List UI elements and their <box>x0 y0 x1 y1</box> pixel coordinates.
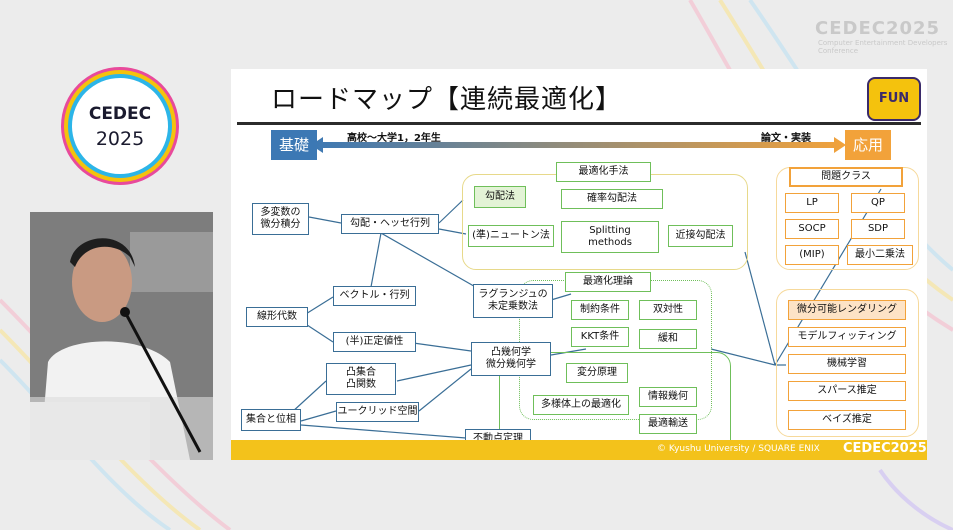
duality-node: 双対性 <box>639 300 697 320</box>
cedec-badge: CEDEC 2025 <box>72 78 168 174</box>
applied-tag: 応用 <box>845 130 891 160</box>
manifold-optimization-node: 多様体上の最適化 <box>533 395 629 415</box>
sdp-node: SDP <box>851 219 905 239</box>
cedec-logo-top-subtitle: Computer Entertainment Developers Confer… <box>818 39 948 55</box>
stochastic-gradient-node: 確率勾配法 <box>561 189 663 209</box>
axis-left-label: 高校～大学1，2年生 <box>347 133 441 144</box>
sparse-estimation-node: スパース推定 <box>788 381 906 401</box>
set-topology-node: 集合と位相 <box>241 409 301 431</box>
problem-class-header: 問題クラス <box>789 167 903 187</box>
slide: ロードマップ【連続最適化】 FUN <box>231 69 927 460</box>
axis-right-label: 論文・実装 <box>761 133 811 144</box>
footer-cedec-logo: CEDEC2025 <box>843 441 927 456</box>
connector-lines <box>290 137 882 439</box>
optimization-theory-header: 最適化理論 <box>565 272 651 292</box>
gradient-method-node: 勾配法 <box>474 186 526 208</box>
badge-year: 2025 <box>95 128 145 150</box>
model-fitting-node: モデルフィッティング <box>788 327 906 347</box>
multivariable-calculus-node: 多変数の 微分積分 <box>252 203 309 235</box>
bayesian-estimation-node: ベイズ推定 <box>788 410 906 430</box>
qp-node: QP <box>851 193 905 213</box>
semidefinite-node: (半)正定値性 <box>333 332 416 352</box>
optimal-transport-node: 最適輸送 <box>639 414 697 434</box>
optimization-methods-header: 最適化手法 <box>556 162 651 182</box>
cedec-logo-top: CEDEC2025 <box>815 18 941 39</box>
basics-tag: 基礎 <box>271 130 317 160</box>
mip-node: (MIP) <box>785 245 839 265</box>
convex-set-function-node: 凸集合 凸関数 <box>326 363 396 395</box>
information-geometry-node: 情報幾何 <box>639 387 697 407</box>
proximal-gradient-node: 近接勾配法 <box>668 225 733 247</box>
slide-footer <box>231 440 927 460</box>
gradient-hessian-node: 勾配・ヘッセ行列 <box>341 214 439 234</box>
least-squares-node: 最小二乗法 <box>847 245 913 265</box>
relaxation-node: 緩和 <box>639 329 697 349</box>
lp-node: LP <box>785 193 839 213</box>
linear-algebra-node: 線形代数 <box>246 307 308 327</box>
applications-group <box>776 289 919 437</box>
slide-title: ロードマップ【連続最適化】 <box>271 85 623 115</box>
badge-title: CEDEC <box>88 104 152 124</box>
socp-node: SOCP <box>785 219 839 239</box>
variational-principle-node: 変分原理 <box>566 363 628 383</box>
euclidean-space-node: ユークリッド空間 <box>336 402 419 422</box>
convex-geometry-node: 凸幾何学 微分幾何学 <box>471 342 551 376</box>
speaker-silhouette <box>30 212 213 460</box>
innovating-fun-logo: FUN <box>867 77 921 121</box>
progress-arrow <box>311 137 846 153</box>
lagrange-node: ラグランジュの 未定乗数法 <box>473 284 553 318</box>
copyright-text: © Kyushu University / SQUARE ENIX <box>657 444 820 454</box>
vector-matrix-node: ベクトル・行列 <box>333 286 416 306</box>
title-underline <box>237 122 921 125</box>
constraint-node: 制約条件 <box>571 300 629 320</box>
splitting-methods-node: Splitting methods <box>561 221 659 253</box>
differentiable-rendering-node: 微分可能レンダリング <box>788 300 906 320</box>
newton-method-node: (準)ニュートン法 <box>468 225 554 247</box>
kkt-node: KKT条件 <box>571 327 629 347</box>
machine-learning-node: 機械学習 <box>788 354 906 374</box>
speaker-video <box>30 212 213 460</box>
fun-logo-text: FUN <box>878 91 910 106</box>
